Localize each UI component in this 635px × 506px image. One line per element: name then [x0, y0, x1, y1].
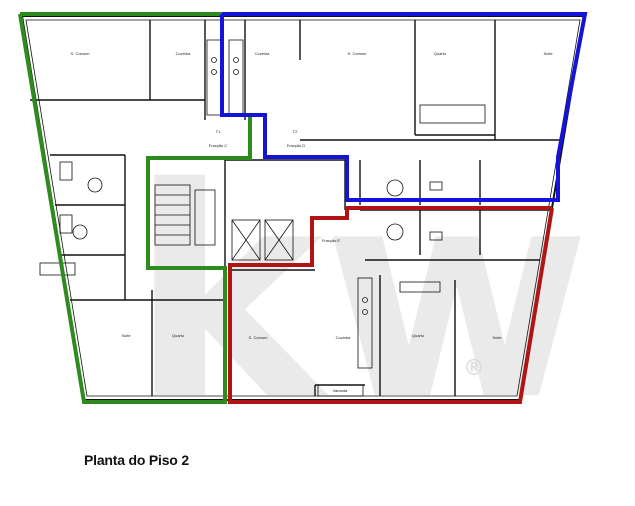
label-green-sala: S. Comum [71, 51, 91, 56]
label-blue-cozinha: Cozinha [255, 51, 270, 56]
unit-outlines [18, 12, 588, 404]
label-blue-sala: S. Comum [348, 51, 368, 56]
label-green-suite: Suite [121, 333, 131, 338]
label-fracao-e: Fracção E [322, 238, 341, 243]
zone-d-outline [220, 12, 588, 202]
label-red-cozinha: Cozinha [336, 335, 351, 340]
label-t1-c: T1 [216, 129, 221, 134]
label-blue-quarto: Quarto [434, 51, 447, 56]
watermark-mark: ® [463, 356, 485, 381]
label-red-suite: Suite [492, 335, 502, 340]
label-fracao-d: Fracção D [287, 143, 306, 148]
label-green-quarto: Quarto [172, 333, 185, 338]
fixtures [39, 39, 486, 397]
label-t2-d: T2 [293, 129, 298, 134]
label-blue-suite: Suite [543, 51, 553, 56]
label-red-varanda: Varanda [333, 388, 349, 393]
plan-caption: Planta do Piso 2 [84, 452, 189, 468]
zone-e-outline [228, 206, 554, 404]
label-green-cozinha: Cozinha [176, 51, 191, 56]
label-fracao-c: Fracção C [209, 143, 228, 148]
room-labels: S. Comum Cozinha Fracção C T1 Fracção D … [71, 51, 554, 393]
label-red-sala: S. Comum [249, 335, 269, 340]
label-red-quarto: Quarto [412, 333, 425, 338]
